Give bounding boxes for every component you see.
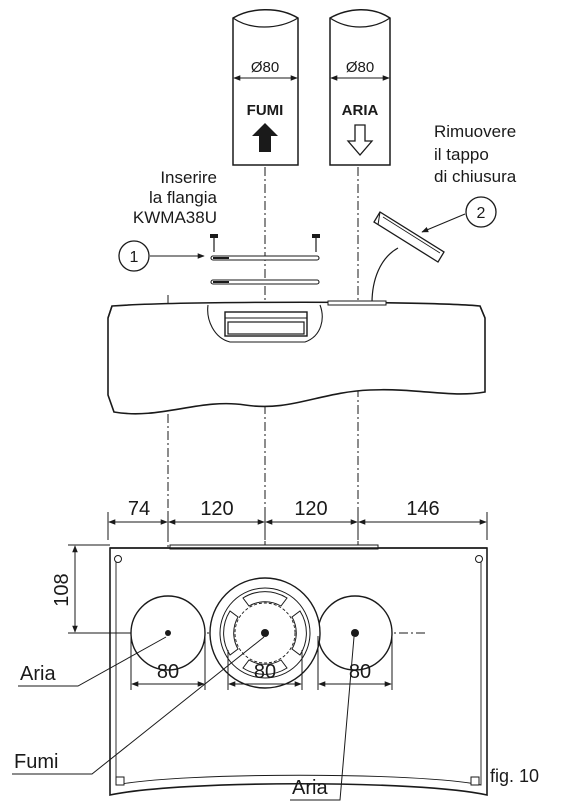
fumi-pipe: Ø80 FUMI <box>232 9 299 166</box>
hole-dimensions: 80 80 80 <box>130 636 393 690</box>
label-aria-left: Aria <box>20 663 56 685</box>
arrow-up-icon <box>252 123 278 152</box>
label-fumi: Fumi <box>14 751 58 773</box>
leader-aria-left <box>18 636 167 687</box>
callout-insert-flange: Inserire la flangia KWMA38U 1 <box>118 168 218 272</box>
labels: Aria Fumi Aria fig. 10 <box>12 636 539 801</box>
flange-kit <box>210 234 320 285</box>
boiler-bottom-view <box>109 544 488 796</box>
callout2-leader <box>421 213 466 233</box>
dim-label-146: 146 <box>406 498 439 520</box>
callout2-number: 2 <box>477 205 486 222</box>
dim-label-108: 108 <box>51 573 73 606</box>
aria-pipe-label: ARIA <box>342 102 379 119</box>
callout1-number-circle <box>118 240 150 272</box>
callout2-line2: il tappo <box>434 145 489 164</box>
top-dimension-row: 74 120 120 146 <box>107 498 488 540</box>
dim-label-hole-center: 80 <box>254 661 276 683</box>
callout2-line3: di chiusura <box>434 167 517 186</box>
boiler-top-view <box>107 300 486 415</box>
arrow-down-icon <box>346 124 374 156</box>
leader-aria-bottom <box>290 636 355 801</box>
closure-cap <box>371 211 445 304</box>
dim-label-hole-left: 80 <box>157 661 179 683</box>
figure-caption: fig. 10 <box>490 766 539 786</box>
height-dimension: 108 <box>51 544 130 634</box>
dim-label-120-b: 120 <box>294 498 327 520</box>
dim-label-hole-right: 80 <box>349 661 371 683</box>
leader-fumi <box>12 636 265 775</box>
callout1-line1: Inserire <box>160 168 217 187</box>
label-aria-bottom: Aria <box>292 777 328 799</box>
callout1-line2: la flangia <box>149 188 218 207</box>
callout2-line1: Rimuovere <box>434 122 516 141</box>
fumi-pipe-label: FUMI <box>247 102 284 119</box>
callout1-number: 1 <box>130 249 139 266</box>
cap-removal-path <box>371 247 399 304</box>
dim-label-74: 74 <box>128 498 150 520</box>
dim-label-120-a: 120 <box>200 498 233 520</box>
aria-pipe: Ø80 ARIA <box>329 9 391 166</box>
callout1-line3: KWMA38U <box>133 208 217 227</box>
callout2-number-circle <box>465 196 497 228</box>
callout-remove-cap: Rimuovere il tappo di chiusura 2 <box>421 122 517 233</box>
aria-diameter-label: Ø80 <box>346 59 374 76</box>
fumi-diameter-label: Ø80 <box>251 59 279 76</box>
